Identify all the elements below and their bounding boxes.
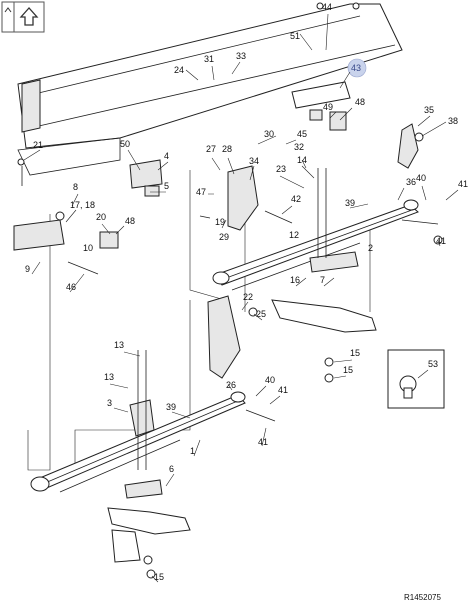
callout-label: 44 [322,2,332,12]
callout-label: 40 [416,173,426,183]
callout-label: 40 [265,375,275,385]
bolts [17,2,439,422]
callout-label: 25 [256,309,266,319]
callout-label: 41 [278,385,288,395]
callout-label: 49 [323,102,333,112]
callout-label: 16 [290,275,300,285]
front-leaf-spring [30,391,246,493]
callout-label: 20 [96,212,106,222]
leader-lines [23,13,459,583]
callout-label: 48 [125,216,135,226]
nuts [55,132,443,579]
callout-label: 21 [33,140,43,150]
frame-rail [17,3,403,176]
figure-reference-number: R1452075 [404,593,441,602]
callout-label: 39 [345,198,355,208]
u-bolts [137,168,327,470]
callout-label: 4 [164,151,169,161]
callout-label: 28 [222,144,232,154]
callout-label: 46 [66,282,76,292]
callout-label: 36 [406,177,416,187]
callout-label: 3 [107,398,112,408]
callout-label: 45 [297,129,307,139]
callout-label: 47 [196,187,206,197]
callout-label: 5 [164,181,169,191]
callout-label: 9 [25,264,30,274]
callout-label: 26 [226,380,236,390]
axle-beams [107,299,377,563]
callout-label: 35 [424,105,434,115]
callout-label: 8 [73,182,78,192]
callout-label: 13 [114,340,124,350]
guide-lines [27,170,371,471]
callout-label: 27 [206,144,216,154]
callout-label: 30 [264,129,274,139]
up-arrow-icon [4,7,39,26]
callout-label: 15 [154,572,164,582]
callout-label: 51 [290,31,300,41]
nav-up-button[interactable] [1,1,45,33]
callout-label: 12 [289,230,299,240]
callout-label: 34 [249,156,259,166]
callout-label: 1 [190,446,195,456]
callout-label: 39 [166,402,176,412]
rear-leaf-spring [212,199,419,291]
highlighted-callout[interactable]: 43 [347,58,367,78]
callout-label: 17, 18 [70,200,95,210]
callout-label: 53 [428,359,438,369]
callout-label: 13 [104,372,114,382]
callout-label: 23 [276,164,286,174]
callout-label: 48 [355,97,365,107]
callout-label: 2 [368,243,373,253]
rubber-bumpers [99,109,347,249]
callout-label: 41 [458,179,468,189]
inset-ball-joint [387,349,445,409]
callout-label: 24 [174,65,184,75]
hangers-and-brackets [13,81,419,499]
callout-label: 43 [351,63,361,73]
callout-label: 31 [204,54,214,64]
callout-label: 33 [236,51,246,61]
callout-label: 6 [169,464,174,474]
callout-label: 10 [83,243,93,253]
callout-label: 19 [215,217,225,227]
callout-label: 22 [243,292,253,302]
callout-label: 38 [448,116,458,126]
callout-label: 41 [436,236,446,246]
callout-label: 7 [320,275,325,285]
callout-label: 50 [120,139,130,149]
callout-label: 29 [219,232,229,242]
callout-label: 15 [343,365,353,375]
callout-label: 42 [291,194,301,204]
callout-label: 32 [294,142,304,152]
callout-label: 15 [350,348,360,358]
